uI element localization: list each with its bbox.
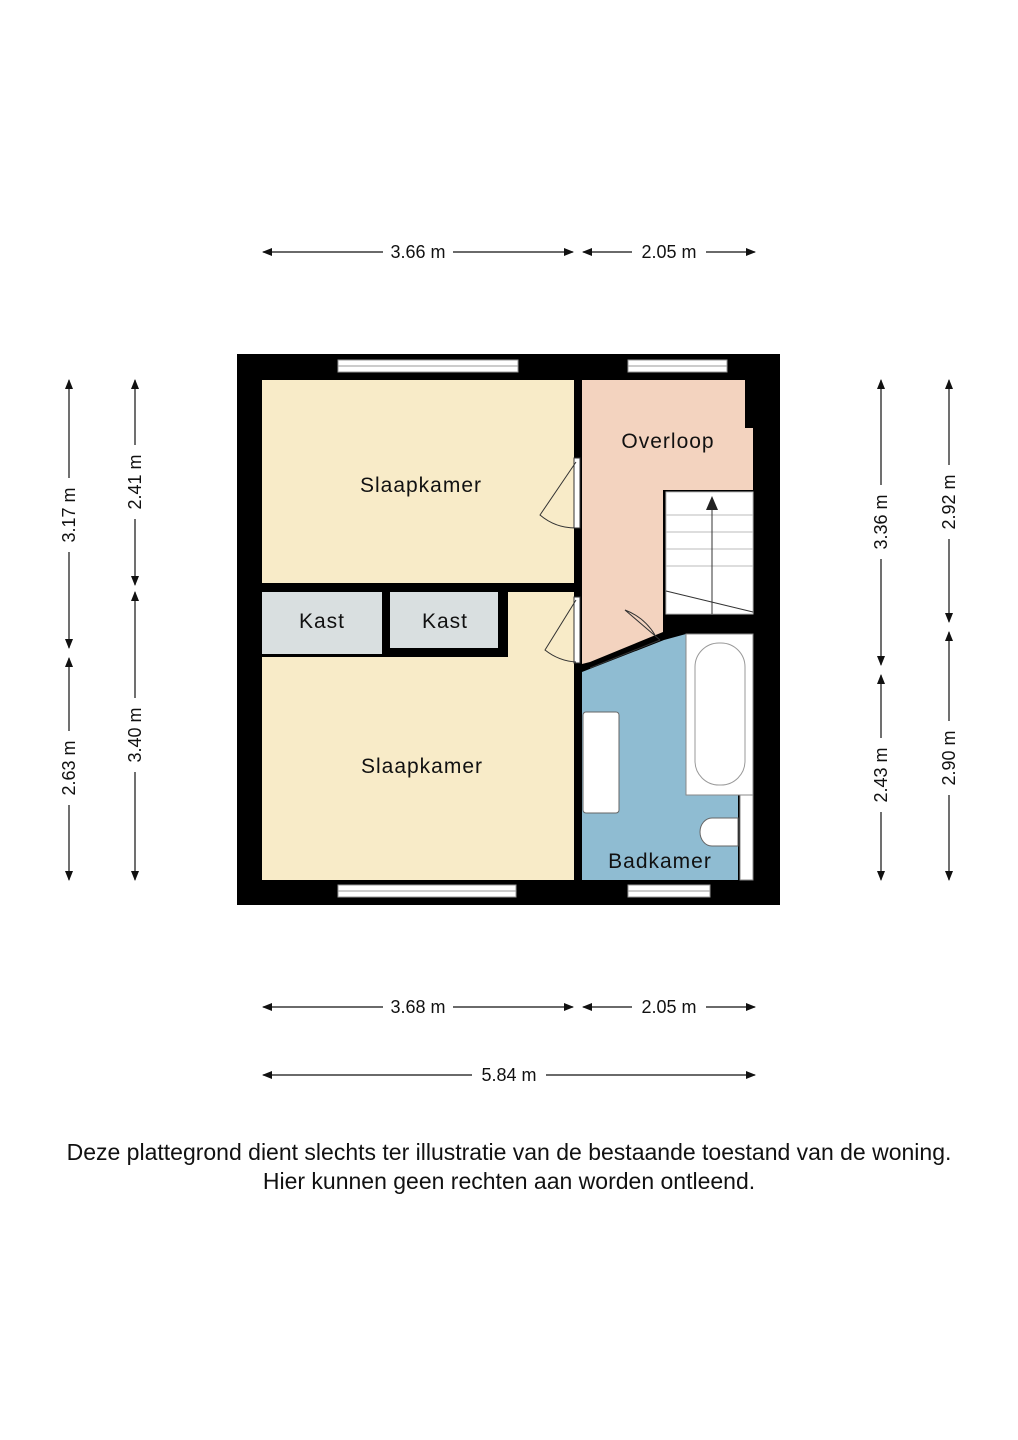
bathtub-basin <box>694 642 746 786</box>
disclaimer-line-1: Deze plattegrond dient slechts ter illus… <box>66 1139 952 1165</box>
double-sink <box>582 711 620 814</box>
closet-1-floor <box>262 592 382 654</box>
dimension-left-outer-top: 3.17 m <box>59 379 79 649</box>
room-label-bedroom-bottom: Slaapkamer <box>361 755 483 778</box>
dimension-right-inner-top: 3.36 m <box>871 379 891 666</box>
dimension-label: 3.36 m <box>871 494 891 549</box>
dimension-label: 2.05 m <box>641 997 696 1017</box>
room-label-closet-1: Kast <box>299 610 345 633</box>
dimension-label: 3.66 m <box>390 242 445 262</box>
dimension-label: 2.41 m <box>125 454 145 509</box>
room-label-closet-2: Kast <box>422 610 468 633</box>
dimension-top-left: 3.66 m <box>262 242 574 262</box>
dimension-right-outer-bottom: 2.90 m <box>939 631 959 881</box>
landing-floor <box>582 380 753 664</box>
dimension-left-outer-bottom: 2.63 m <box>59 657 79 881</box>
dimension-left-inner-bottom: 3.40 m <box>125 591 145 881</box>
room-label-bathroom: Badkamer <box>608 850 712 873</box>
bedroom-top-floor <box>262 380 574 583</box>
dimension-label: 2.90 m <box>939 730 959 785</box>
windows <box>337 359 728 898</box>
dimension-label: 3.17 m <box>59 487 79 542</box>
dimension-right-inner-bottom: 2.43 m <box>871 674 891 881</box>
doors <box>539 457 661 669</box>
stair-treads <box>665 505 754 614</box>
toilet <box>699 817 739 847</box>
dimension-label: 2.43 m <box>871 747 891 802</box>
disclaimer-line-2: Hier kunnen geen rechten aan worden ontl… <box>262 1168 756 1194</box>
dimension-label: 3.68 m <box>390 997 445 1017</box>
dimension-right-outer-top: 2.92 m <box>939 379 959 623</box>
bedroom-bottom-floor <box>262 592 574 880</box>
dimension-bottom-right: 2.05 m <box>582 997 756 1017</box>
bathroom-strip <box>739 794 754 881</box>
dimension-label: 5.84 m <box>481 1065 536 1085</box>
bathroom-floor <box>582 634 738 880</box>
dimension-top-right: 2.05 m <box>582 242 756 262</box>
dimension-label: 2.05 m <box>641 242 696 262</box>
stair-arrow-icon <box>706 496 718 510</box>
room-label-bedroom-top: Slaapkamer <box>360 474 482 497</box>
dimension-left-inner-top: 2.41 m <box>125 379 145 586</box>
closet-2-floor <box>390 592 498 648</box>
dimension-label: 2.63 m <box>59 740 79 795</box>
staircase <box>665 491 754 615</box>
disclaimer: Deze plattegrond dient slechts ter illus… <box>0 1138 1018 1196</box>
dimension-label: 3.40 m <box>125 707 145 762</box>
room-label-landing: Overloop <box>621 430 714 453</box>
dimension-bottom-total: 5.84 m <box>262 1065 756 1085</box>
dimension-bottom-left: 3.68 m <box>262 997 574 1017</box>
dimension-label: 2.92 m <box>939 474 959 529</box>
